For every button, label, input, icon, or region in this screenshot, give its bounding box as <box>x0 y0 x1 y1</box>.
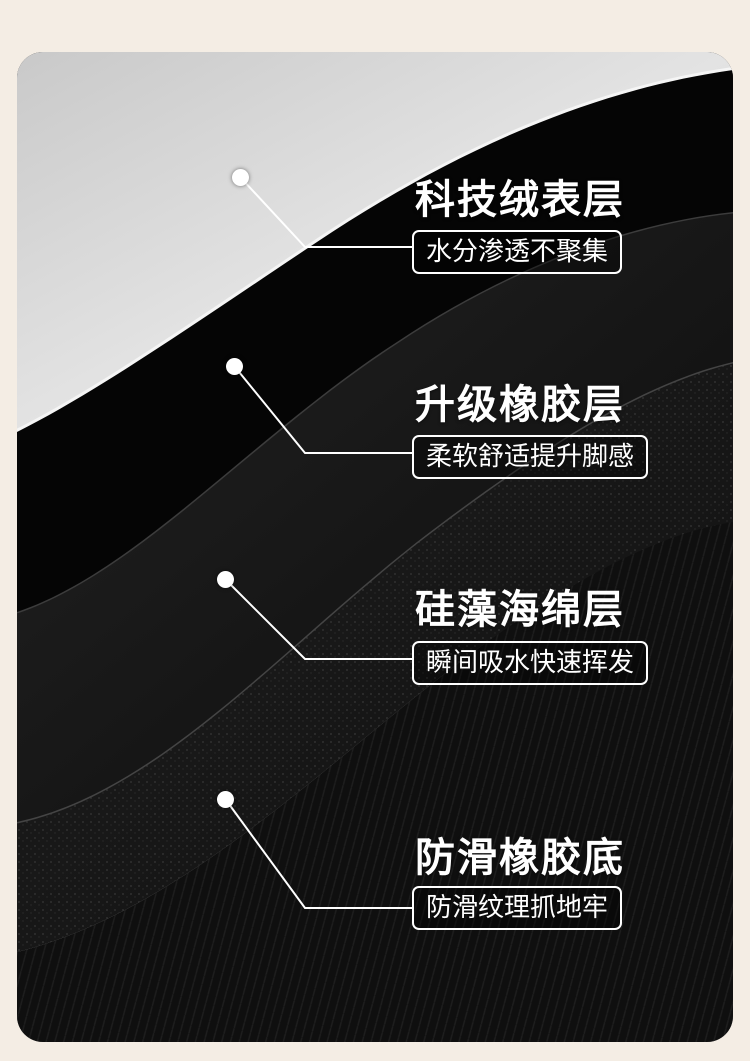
layer-title-fabric: 科技绒表层 <box>415 177 625 223</box>
layer-subtitle-sponge: 瞬间吸水快速挥发 <box>412 641 649 685</box>
layer-subtitle-fabric: 水分渗透不聚集 <box>412 230 623 274</box>
layer-subtitle-bottom: 防滑纹理抓地牢 <box>412 886 623 930</box>
tech-fabric-top-layer <box>17 52 733 432</box>
upgraded-rubber-layer <box>17 212 733 822</box>
callout-dot-rubber <box>226 358 243 375</box>
fabric-edge-dark-band <box>17 70 733 612</box>
callout-dot-fabric <box>232 169 249 186</box>
layer-cross-section-illustration <box>17 52 733 1042</box>
layer-subtitle-rubber: 柔软舒适提升脚感 <box>412 435 649 479</box>
callout-dot-bottom <box>217 791 234 808</box>
layer-title-bottom: 防滑橡胶底 <box>415 835 625 881</box>
layer-title-sponge: 硅藻海绵层 <box>415 587 625 633</box>
layer-diagram-card <box>17 52 733 1042</box>
layer-title-rubber: 升级橡胶层 <box>415 382 625 428</box>
callout-dot-sponge <box>217 571 234 588</box>
